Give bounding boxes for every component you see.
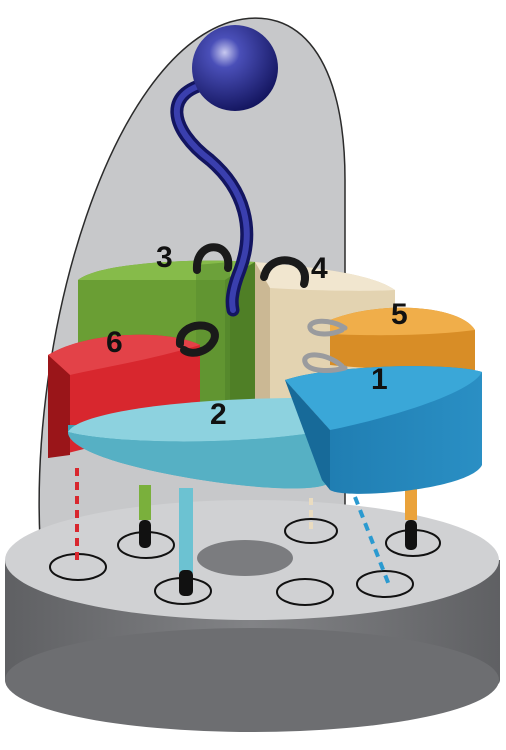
leg-orange-tip — [405, 520, 417, 550]
leg-teal — [179, 488, 193, 573]
hook-black-3 — [193, 243, 233, 274]
label-6: 6 — [106, 326, 123, 359]
base-center-hole — [197, 540, 293, 576]
hook-grey-lower — [302, 352, 348, 373]
socket-ring — [356, 570, 414, 598]
base-disc — [5, 500, 500, 732]
label-4: 4 — [311, 252, 328, 285]
label-3: 3 — [156, 241, 173, 274]
ball — [192, 25, 278, 111]
label-2: 2 — [210, 398, 227, 431]
leg-teal-tip — [179, 570, 193, 596]
label-5: 5 — [391, 298, 408, 331]
leg-blue-dashed — [353, 496, 391, 586]
leg-green-tip — [139, 520, 151, 548]
hook-grey-upper — [307, 318, 348, 337]
hook-black-4 — [260, 256, 309, 288]
socket-ring — [284, 518, 338, 544]
subunit-2 — [68, 398, 330, 489]
hook-black-6 — [176, 321, 219, 357]
legs — [75, 468, 417, 596]
tether-highlight — [173, 79, 250, 313]
label-1: 1 — [371, 363, 388, 396]
hooks — [176, 243, 348, 373]
leg-green — [139, 485, 151, 520]
subunit-1 — [285, 366, 482, 494]
socket-ring — [276, 578, 334, 606]
subunit-5 — [330, 307, 475, 371]
